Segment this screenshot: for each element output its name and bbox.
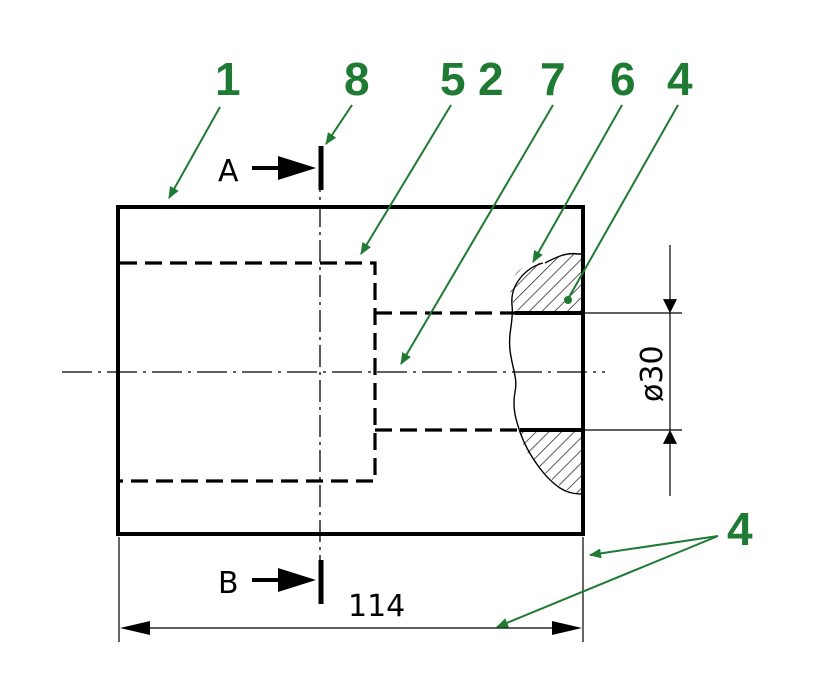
leader-4-right-b [496,535,719,628]
length-arrow-right [552,621,582,635]
length-arrow-left [120,621,150,635]
leader-5 [360,104,452,255]
section-arrow-bottom-head [278,568,316,592]
callout-6: 6 [610,53,636,105]
callout-4-top: 4 [667,53,693,105]
leader-4-top [567,104,679,300]
callout-2: 2 [478,53,504,105]
break-line [508,262,584,495]
callout-5: 5 [440,53,466,105]
leader-7 [400,104,554,365]
hatched-section-bottom [520,430,583,494]
length-label: 114 [348,589,405,624]
leader-1 [168,106,221,199]
section-label-a: A [218,154,239,189]
callout-4-right: 4 [727,503,753,555]
leader-6 [532,104,623,263]
hatch-top-outline [544,252,583,264]
leader-4-right-a [589,535,719,559]
callout-1: 1 [215,53,241,105]
callout-8: 8 [344,53,370,105]
part-outline [116,205,585,536]
leader-8 [325,104,353,145]
diameter-label: ø30 [635,345,670,402]
hidden-line-large-bore [120,261,377,483]
leader-4-dot [564,296,572,304]
section-arrow-top-head [278,156,316,180]
callout-7: 7 [540,53,566,105]
section-label-b: B [218,566,239,601]
